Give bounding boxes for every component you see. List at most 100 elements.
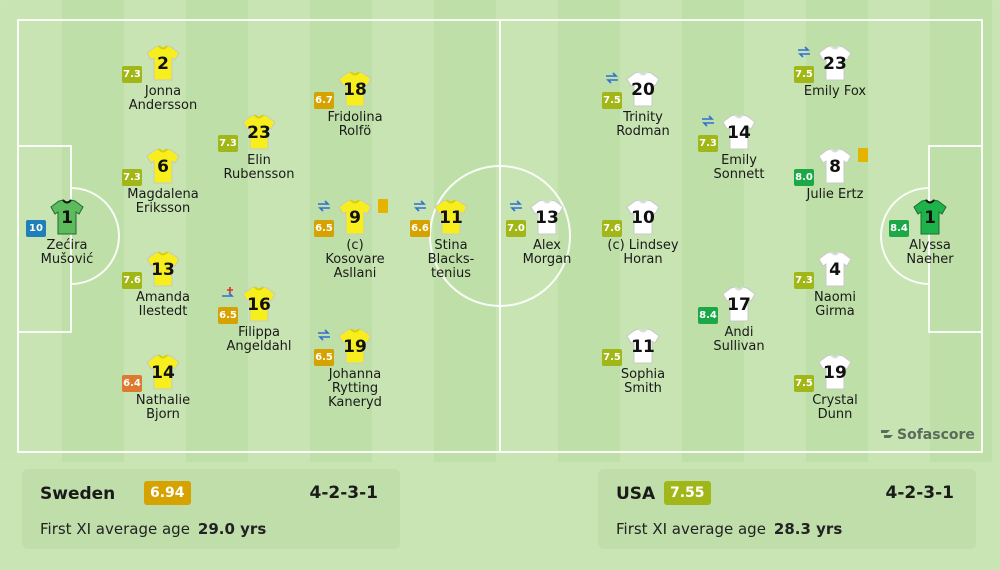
player-name: Emily Sonnett xyxy=(713,153,765,182)
player-rating: 7.6 xyxy=(602,220,622,237)
substitution-icon xyxy=(699,113,717,127)
player-name: (c) Kosovare Asllani xyxy=(325,238,385,281)
shirt-icon: 13 xyxy=(528,198,566,236)
home-formation: 4-2-3-1 xyxy=(309,483,378,503)
player-name: Jonna Andersson xyxy=(128,84,198,113)
player-rating: 7.5 xyxy=(794,375,814,392)
player-rating: 7.3 xyxy=(698,135,718,152)
shirt-number: 13 xyxy=(151,260,175,280)
player-rating: 6.5 xyxy=(218,307,238,324)
substitution-icon xyxy=(507,198,525,212)
home-age-value: 29.0 yrs xyxy=(197,520,267,538)
shirt-icon: 8 xyxy=(816,147,854,185)
shirt-icon: 1 xyxy=(911,198,949,236)
shirt-number: 11 xyxy=(631,337,655,357)
player-name: (c) Lindsey Horan xyxy=(607,238,679,267)
shirt-icon: 19 xyxy=(336,327,374,365)
shirt-icon: 23 xyxy=(816,44,854,82)
shirt-number: 11 xyxy=(439,208,463,228)
shirt-number: 1 xyxy=(924,208,936,228)
shirt-number: 10 xyxy=(631,208,655,228)
player-name: Alex Morgan xyxy=(522,238,572,267)
player-name: Amanda Ilestedt xyxy=(136,290,190,319)
shirt-number: 14 xyxy=(151,363,175,383)
away-age-label: First XI average age xyxy=(616,520,766,538)
shirt-icon: 4 xyxy=(816,250,854,288)
player-name: Crystal Dunn xyxy=(812,393,858,422)
pitch-markings xyxy=(17,19,983,453)
player-rating: 8.4 xyxy=(698,307,718,324)
shirt-icon: 9 xyxy=(336,198,374,236)
home-team-name[interactable]: Sweden xyxy=(40,484,116,504)
away-team-name[interactable]: USA xyxy=(616,484,656,504)
away-team-rating: 7.55 xyxy=(664,481,711,505)
substitution-icon xyxy=(411,198,429,212)
shirt-icon: 19 xyxy=(816,353,854,391)
player-name: Emily Fox xyxy=(803,84,867,99)
substitution-icon xyxy=(795,44,813,58)
player-rating: 6.5 xyxy=(314,349,334,366)
player-name: Johanna Rytting Kaneryd xyxy=(328,367,382,410)
shirt-icon: 11 xyxy=(432,198,470,236)
sofascore-logo: Sofascore xyxy=(880,427,975,443)
shirt-icon: 20 xyxy=(624,70,662,108)
substitution-icon xyxy=(219,285,237,299)
player-rating: 7.3 xyxy=(794,272,814,289)
player-name: Filippa Angeldahl xyxy=(226,325,292,354)
shirt-icon: 6 xyxy=(144,147,182,185)
shirt-icon: 2 xyxy=(144,44,182,82)
home-team-rating: 6.94 xyxy=(144,481,191,505)
player-rating: 6.7 xyxy=(314,92,334,109)
shirt-icon: 18 xyxy=(336,70,374,108)
shirt-number: 8 xyxy=(829,157,841,177)
shirt-number: 14 xyxy=(727,123,751,143)
shirt-number: 19 xyxy=(823,363,847,383)
shirt-icon: 10 xyxy=(624,198,662,236)
shirt-number: 4 xyxy=(829,260,841,280)
player-name: Elin Rubensson xyxy=(223,153,295,182)
shirt-number: 19 xyxy=(343,337,367,357)
home-team-panel[interactable]: Sweden 6.94 4-2-3-1 First XI average age… xyxy=(22,469,400,549)
shirt-number: 23 xyxy=(823,54,847,74)
player-rating: 7.5 xyxy=(602,92,622,109)
